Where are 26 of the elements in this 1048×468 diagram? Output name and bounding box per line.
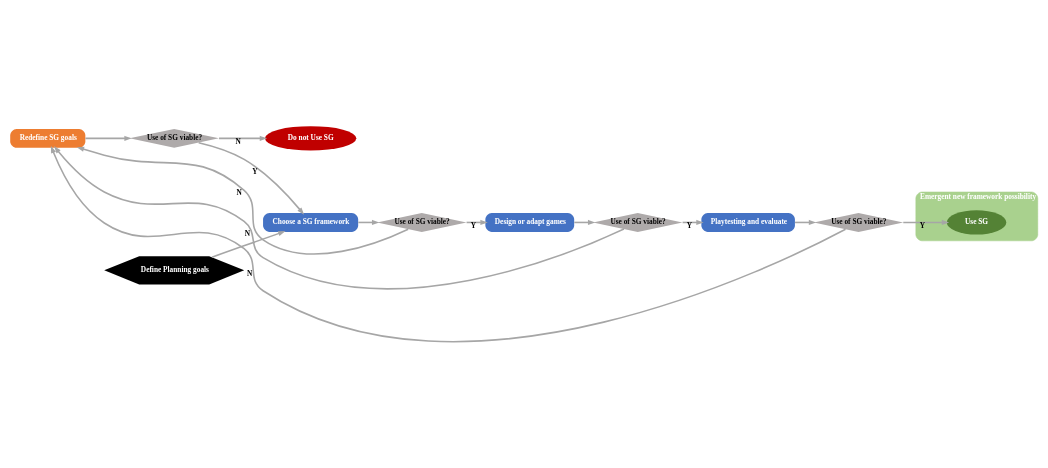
- arrow: [211, 231, 286, 258]
- node-box: Redefine SG goals: [10, 128, 86, 148]
- edge-label: Y: [919, 220, 926, 230]
- edge-label: Y: [470, 220, 477, 230]
- arrow: [902, 219, 950, 226]
- edge-label: N: [246, 268, 253, 278]
- edge-label: Y: [686, 220, 693, 230]
- arrow: [76, 146, 409, 255]
- node-box: Choose a SG framework: [263, 213, 359, 232]
- arrow: [197, 141, 305, 215]
- edge-label: Y: [252, 166, 258, 176]
- arrow: [50, 145, 847, 342]
- edge-label: N: [236, 187, 242, 197]
- node-box: Design or adapt games: [485, 213, 575, 232]
- node-ellipse: Use SG: [946, 210, 1007, 235]
- arrow: [54, 146, 625, 290]
- node-ellipse: Do not Use SG: [264, 126, 357, 151]
- node-diamond: Use of SG viable?: [593, 213, 683, 232]
- node-box: Playtesting and evaluate: [701, 213, 795, 232]
- arrow: [218, 135, 268, 141]
- edge-label: N: [235, 136, 241, 146]
- arrow: [84, 135, 132, 141]
- node-diamond: Use of SG viable?: [813, 213, 904, 232]
- node-diamond: Use of SG viable?: [129, 128, 219, 148]
- node-diamond: Use of SG viable?: [377, 213, 467, 232]
- edge-label: N: [244, 228, 251, 238]
